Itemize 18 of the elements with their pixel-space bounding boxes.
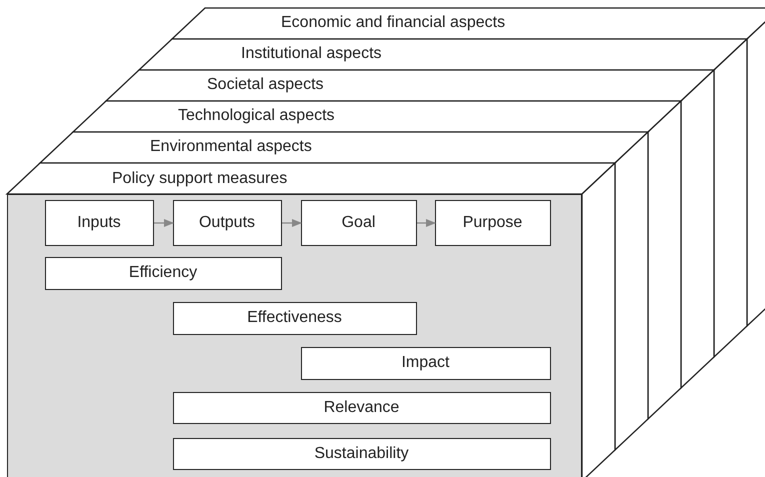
layer-label: Institutional aspects [241, 44, 382, 64]
criterion-box: Sustainability [172, 438, 550, 470]
layer-label: Societal aspects [207, 75, 324, 95]
criterion-box: Effectiveness [172, 302, 416, 334]
criterion-box: Impact [300, 346, 550, 380]
layer-label: Policy support measures [112, 169, 288, 189]
layer-label: Technological aspects [178, 106, 335, 126]
layer-label: Environmental aspects [150, 137, 312, 157]
arrow [282, 219, 302, 227]
stage-box: Outputs [172, 200, 282, 246]
criterion-box: Relevance [172, 392, 550, 424]
stage-box: Inputs [44, 200, 154, 246]
criterion-box: Efficiency [44, 256, 282, 290]
arrow [417, 219, 436, 227]
stage-box: Purpose [434, 200, 550, 246]
stage-box: Goal [300, 200, 416, 246]
layer-label: Economic and financial aspects [281, 13, 506, 33]
arrow [154, 219, 174, 227]
